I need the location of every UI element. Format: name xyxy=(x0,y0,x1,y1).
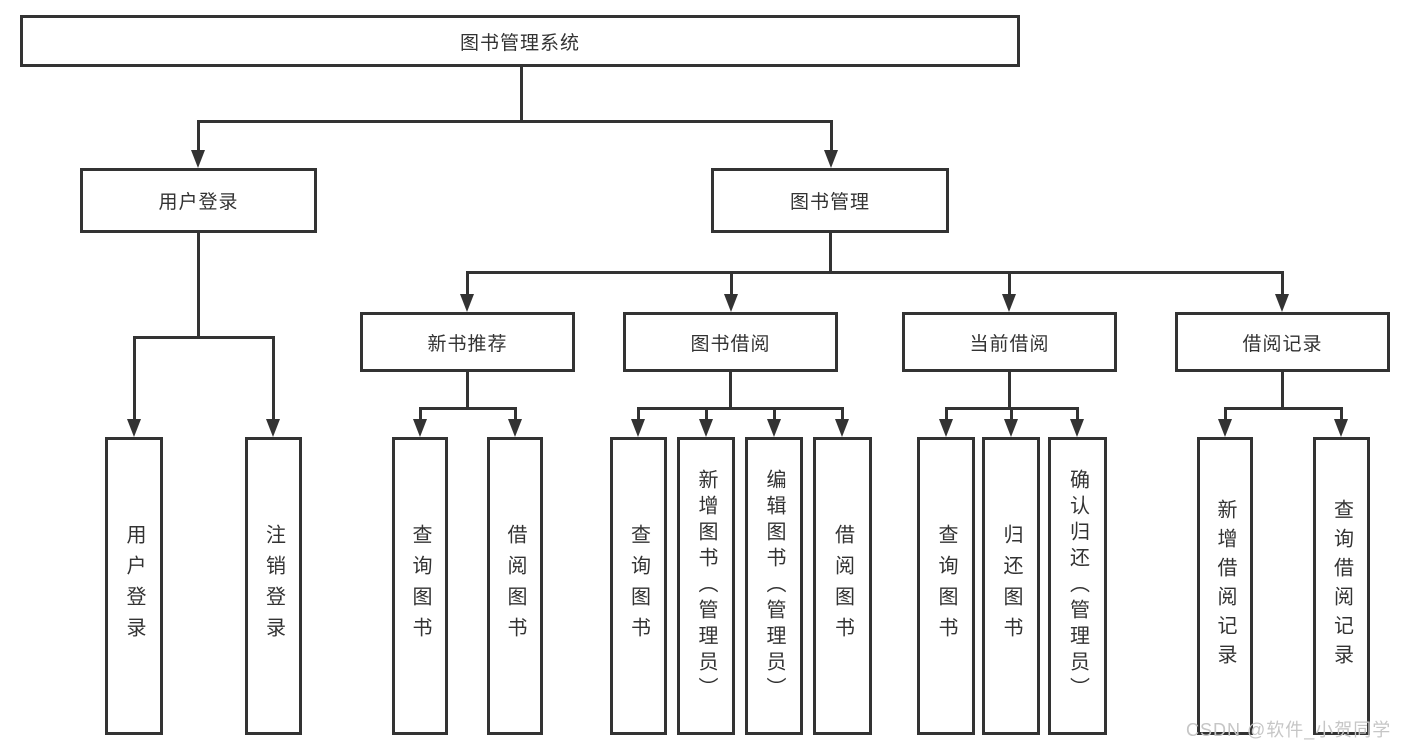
node-user-login: 用户登录 xyxy=(80,168,317,233)
connector-current-stem xyxy=(1008,372,1011,407)
leaf-query-book-current-label: 查询图书 xyxy=(935,524,957,648)
arrowhead-icon xyxy=(724,294,738,312)
leaf-edit-book-admin: 编辑图书（管理员） xyxy=(745,437,803,735)
connector-shaft xyxy=(1281,271,1284,294)
arrowhead-icon xyxy=(1275,294,1289,312)
connector-bookmgmt-rail xyxy=(466,271,1283,274)
node-current-borrow: 当前借阅 xyxy=(902,312,1117,372)
node-book-borrow: 图书借阅 xyxy=(623,312,838,372)
connector-root-stem xyxy=(520,67,523,120)
arrowhead-icon xyxy=(266,419,280,437)
arrowhead-icon xyxy=(413,419,427,437)
connector-shaft xyxy=(197,120,200,150)
connector-shaft xyxy=(705,407,708,419)
arrowhead-icon xyxy=(939,419,953,437)
connector-shaft xyxy=(466,271,469,294)
node-borrow-records-label: 借阅记录 xyxy=(1242,333,1323,355)
leaf-logout: 注销登录 xyxy=(245,437,302,735)
connector-shaft xyxy=(1224,407,1227,419)
leaf-add-borrow-record-label: 新增借阅记录 xyxy=(1214,499,1236,673)
arrowhead-icon xyxy=(127,419,141,437)
connector-userlogin-stem xyxy=(197,233,200,336)
arrowhead-icon xyxy=(1004,419,1018,437)
leaf-user-login: 用户登录 xyxy=(105,437,163,735)
leaf-add-borrow-record: 新增借阅记录 xyxy=(1197,437,1253,735)
connector-shaft xyxy=(637,407,640,419)
leaf-borrow-book-rec: 借阅图书 xyxy=(487,437,543,735)
connector-records-rail xyxy=(1224,407,1342,410)
arrowhead-icon xyxy=(767,419,781,437)
connector-shaft xyxy=(1010,407,1013,419)
arrowhead-icon xyxy=(1070,419,1084,437)
leaf-query-book-current: 查询图书 xyxy=(917,437,975,735)
connector-newbook-rail xyxy=(419,407,515,410)
csdn-watermark: CSDN @软件_小贺同学 xyxy=(1186,720,1392,740)
node-new-book-rec-label: 新书推荐 xyxy=(427,333,508,355)
arrowhead-icon xyxy=(835,419,849,437)
connector-shaft xyxy=(730,271,733,294)
leaf-query-book-borrow: 查询图书 xyxy=(610,437,667,735)
connector-borrow-rail xyxy=(637,407,842,410)
connector-shaft xyxy=(1008,271,1011,294)
node-user-login-label: 用户登录 xyxy=(158,192,239,213)
arrowhead-icon xyxy=(1218,419,1232,437)
arrowhead-icon xyxy=(824,150,838,168)
arrowhead-icon xyxy=(191,150,205,168)
leaf-add-book-admin-label: 新增图书（管理员） xyxy=(695,469,717,703)
connector-shaft xyxy=(830,120,833,150)
node-current-borrow-label: 当前借阅 xyxy=(969,333,1050,355)
leaf-query-borrow-record-label: 查询借阅记录 xyxy=(1330,499,1353,673)
leaf-return-book: 归还图书 xyxy=(982,437,1040,735)
connector-shaft xyxy=(841,407,844,419)
connector-bookmgmt-stem xyxy=(829,233,832,271)
arrowhead-icon xyxy=(1002,294,1016,312)
leaf-confirm-return-admin-label: 确认归还（管理员） xyxy=(1066,469,1089,703)
node-root: 图书管理系统 xyxy=(20,15,1020,67)
connector-shaft xyxy=(133,336,136,419)
leaf-query-book-rec-label: 查询图书 xyxy=(409,524,431,648)
node-root-label: 图书管理系统 xyxy=(459,32,580,54)
connector-borrow-stem xyxy=(729,372,732,407)
arrowhead-icon xyxy=(699,419,713,437)
leaf-borrow-book-rec-label: 借阅图书 xyxy=(504,524,526,648)
arrowhead-icon xyxy=(508,419,522,437)
arrowhead-icon xyxy=(1334,419,1348,437)
leaf-query-book-borrow-label: 查询图书 xyxy=(627,524,650,648)
node-new-book-rec: 新书推荐 xyxy=(360,312,575,372)
leaf-borrow-book-borrow: 借阅图书 xyxy=(813,437,872,735)
node-borrow-records: 借阅记录 xyxy=(1175,312,1390,372)
connector-root-rail xyxy=(197,120,833,123)
connector-newbook-stem xyxy=(466,372,469,407)
leaf-borrow-book-borrow-label: 借阅图书 xyxy=(831,524,854,648)
connector-shaft xyxy=(945,407,948,419)
connector-records-stem xyxy=(1281,372,1284,407)
leaf-user-login-label: 用户登录 xyxy=(123,524,145,648)
leaf-confirm-return-admin: 确认归还（管理员） xyxy=(1048,437,1107,735)
leaf-logout-label: 注销登录 xyxy=(262,524,285,648)
leaf-return-book-label: 归还图书 xyxy=(1000,524,1022,648)
leaf-query-book-rec: 查询图书 xyxy=(392,437,448,735)
connector-userlogin-rail xyxy=(133,336,274,339)
connector-shaft xyxy=(272,336,275,419)
connector-shaft xyxy=(1076,407,1079,419)
arrowhead-icon xyxy=(460,294,474,312)
leaf-add-book-admin: 新增图书（管理员） xyxy=(677,437,735,735)
node-book-borrow-label: 图书借阅 xyxy=(690,333,771,355)
leaf-edit-book-admin-label: 编辑图书（管理员） xyxy=(763,469,785,703)
arrowhead-icon xyxy=(631,419,645,437)
connector-shaft xyxy=(419,407,422,419)
node-book-mgmt-label: 图书管理 xyxy=(789,192,870,213)
leaf-query-borrow-record: 查询借阅记录 xyxy=(1313,437,1370,735)
connector-shaft xyxy=(514,407,517,419)
connector-shaft xyxy=(1340,407,1343,419)
node-book-mgmt: 图书管理 xyxy=(711,168,949,233)
connector-shaft xyxy=(773,407,776,419)
